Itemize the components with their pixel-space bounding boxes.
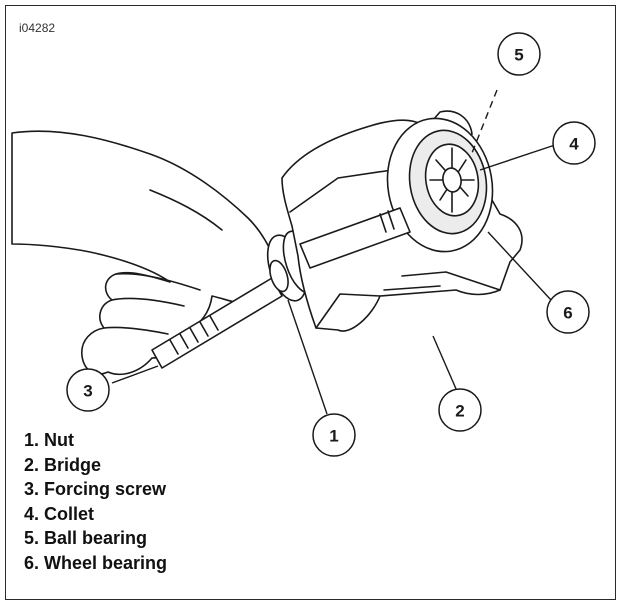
callout-circle-5: [497, 32, 541, 76]
callout-label-4: 4: [569, 135, 579, 154]
figure-id: i04282: [19, 21, 56, 35]
legend-item: 4. Collet: [24, 503, 95, 524]
callout-label-1: 1: [329, 427, 338, 446]
legend-item: 2. Bridge: [24, 454, 102, 475]
callout-circle-4: [552, 121, 596, 165]
callout-circle-3: [66, 368, 110, 412]
forcing-screw-illustration: [151, 277, 283, 369]
legend-item: 3. Forcing screw: [24, 479, 167, 499]
leader-line-6: [487, 231, 552, 301]
callout-label-2: 2: [455, 402, 464, 421]
leader-line-2: [432, 335, 461, 399]
callout-label-5: 5: [514, 46, 523, 65]
legend-item: 5. Ball bearing: [24, 528, 148, 548]
callout-label-3: 3: [83, 382, 92, 401]
leader-line-5: [469, 89, 498, 159]
legend-item: 1. Nut: [24, 430, 75, 450]
callout-circle-6: [546, 290, 590, 334]
callout-label-6: 6: [563, 304, 572, 323]
hand-illustration: [11, 130, 281, 376]
legend-item: 6. Wheel bearing: [24, 552, 168, 573]
leader-line-1: [287, 299, 328, 415]
callout-circle-2: [438, 388, 482, 432]
leader-line-3: [111, 365, 159, 384]
leader-line-4: [479, 142, 562, 171]
bearing-assembly-illustration: [386, 117, 494, 253]
callout-circle-1: [312, 413, 356, 457]
parts-legend: 1. Nut 2. Bridge 3. Forcing screw 4. Col…: [24, 428, 167, 575]
